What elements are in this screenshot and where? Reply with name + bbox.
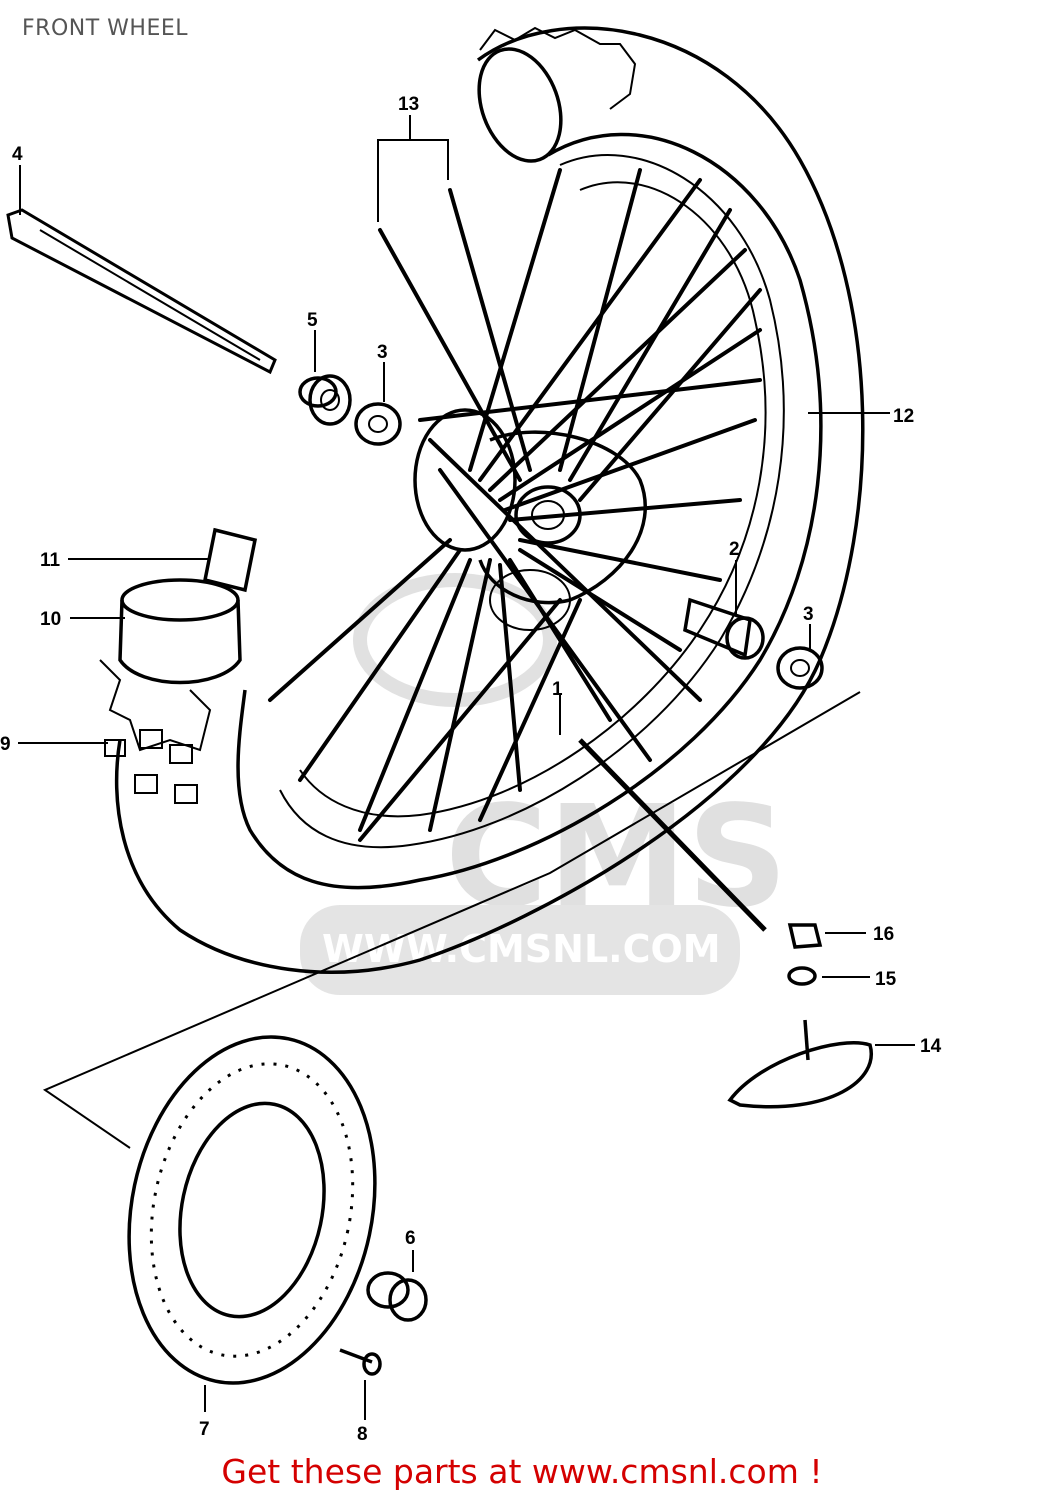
label-12: 12 xyxy=(893,406,914,427)
nut-16 xyxy=(787,923,823,949)
watermark-url: WWW.CMSNL.COM xyxy=(322,927,721,971)
spacer-6 xyxy=(366,1271,428,1322)
brake-disc-7 xyxy=(127,1035,377,1385)
label-3a: 3 xyxy=(377,342,388,363)
label-1: 1 xyxy=(552,679,563,700)
label-11: 11 xyxy=(40,550,61,571)
spacer-5 xyxy=(298,374,352,426)
label-7: 7 xyxy=(199,1419,210,1440)
leader-lines xyxy=(18,115,915,1420)
label-13: 13 xyxy=(398,94,419,115)
label-5: 5 xyxy=(307,310,318,331)
label-10: 10 xyxy=(40,609,61,630)
page-title: FRONT WHEEL xyxy=(22,16,188,41)
spokes xyxy=(268,168,762,842)
cmsnl-link[interactable]: Get these parts at www.cmsnl.com ! xyxy=(221,1452,823,1491)
rim-band-14 xyxy=(727,1019,873,1109)
label-9: 9 xyxy=(0,734,11,755)
bearing-3-upper xyxy=(354,402,402,446)
valve-11 xyxy=(202,527,258,593)
label-6: 6 xyxy=(405,1228,416,1249)
washer-15 xyxy=(787,966,817,986)
tyre-cutaway xyxy=(477,26,637,163)
label-14: 14 xyxy=(920,1036,942,1057)
label-4: 4 xyxy=(12,144,23,165)
axle-4 xyxy=(6,208,277,375)
hub xyxy=(413,408,647,631)
spoke-pointer xyxy=(578,738,767,932)
watermark: CMS WWW.CMSNL.COM xyxy=(300,573,788,995)
label-8: 8 xyxy=(357,1424,368,1445)
label-15: 15 xyxy=(875,969,897,990)
bearing-3-lower xyxy=(776,646,824,690)
tyre-tread-9 xyxy=(99,659,212,804)
footer: Get these parts at www.cmsnl.com ! xyxy=(0,1452,1044,1491)
tube-10 xyxy=(118,578,242,685)
label-2: 2 xyxy=(729,539,740,560)
spacer-2 xyxy=(683,597,765,660)
bolt-8 xyxy=(339,1348,382,1376)
label-3b: 3 xyxy=(803,604,814,625)
label-16: 16 xyxy=(873,924,894,945)
